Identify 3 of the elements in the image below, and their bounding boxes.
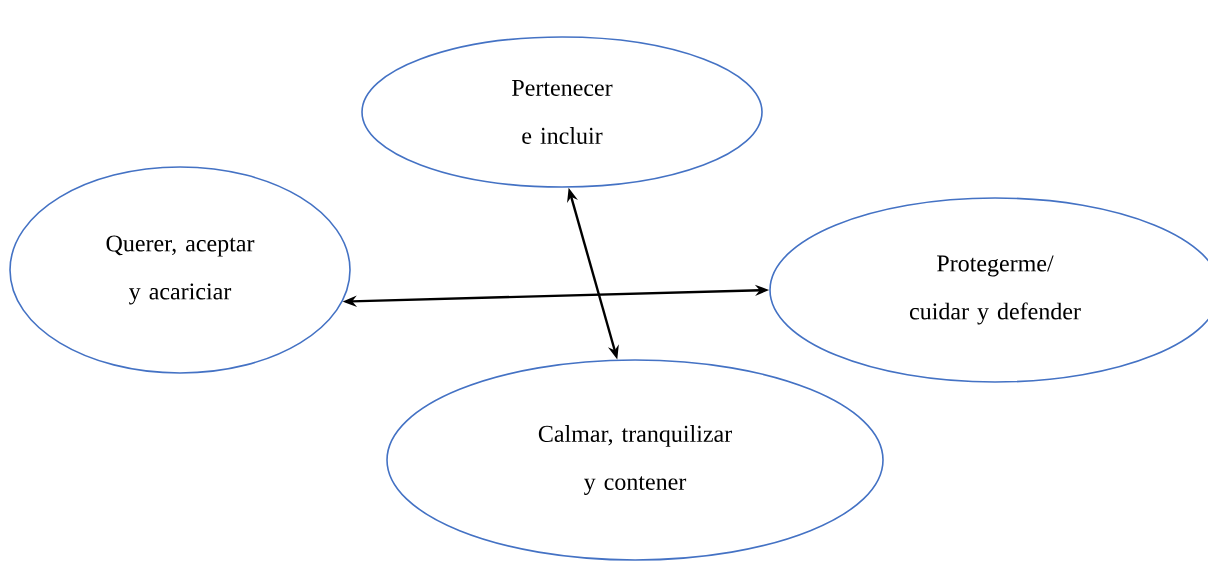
ellipse-node: Pertenecer e incluir — [361, 36, 763, 188]
ellipse-node: Querer, aceptar y acariciar — [9, 166, 351, 374]
ellipse-node: Calmar, tranquilizar y contener — [386, 359, 884, 561]
